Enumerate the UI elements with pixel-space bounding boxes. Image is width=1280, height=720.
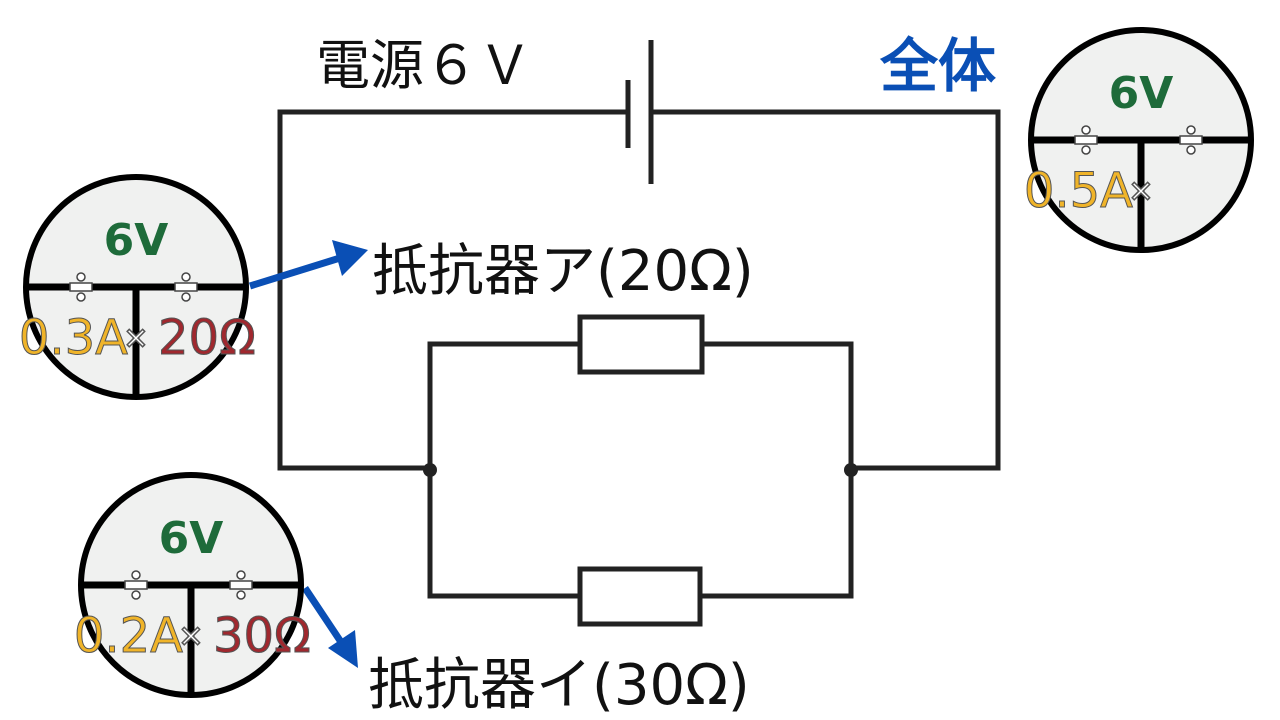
arrow-to-resistor-a: [248, 240, 368, 290]
meter-resistance: 20Ω: [158, 310, 256, 366]
meter-resistor-a: ✕ 6V 0.3A 20Ω: [18, 174, 256, 400]
meter-voltage: 6V: [1109, 68, 1174, 119]
multiply-icon: ✕: [123, 322, 148, 357]
divide-icon: [1179, 125, 1203, 155]
meter-whole: ✕ 6V 0.5A: [1023, 27, 1254, 253]
junction-left: [423, 463, 437, 477]
divide-icon: [1074, 125, 1098, 155]
meter-voltage: 6V: [159, 513, 224, 564]
divide-icon: [174, 272, 198, 302]
meter-voltage: 6V: [104, 215, 169, 266]
resistor-a-label: 抵抗器ア(20Ω): [372, 239, 754, 304]
circuit-wires: [277, 109, 1001, 599]
divide-icon: [124, 570, 148, 600]
divide-icon: [229, 570, 253, 600]
meter-current: 0.5A: [1024, 163, 1133, 219]
junction-right: [844, 463, 858, 477]
resistor-i-symbol: [577, 566, 703, 627]
divide-icon: [69, 272, 93, 302]
multiply-icon: ✕: [1128, 175, 1153, 210]
meter-resistance: 30Ω: [213, 608, 311, 664]
meter-current: 0.2A: [74, 608, 183, 664]
power-source-label: 電源６Ｖ: [316, 34, 532, 97]
meter-current: 0.3A: [19, 310, 128, 366]
resistor-a-symbol: [577, 314, 705, 375]
whole-label: 全体: [879, 32, 996, 100]
multiply-icon: ✕: [178, 620, 203, 655]
resistor-i-label: 抵抗器イ(30Ω): [368, 653, 750, 718]
arrow-to-resistor-i: [302, 586, 358, 668]
meter-resistor-i: ✕ 6V 0.2A 30Ω: [73, 472, 311, 698]
battery-symbol: [625, 40, 654, 184]
